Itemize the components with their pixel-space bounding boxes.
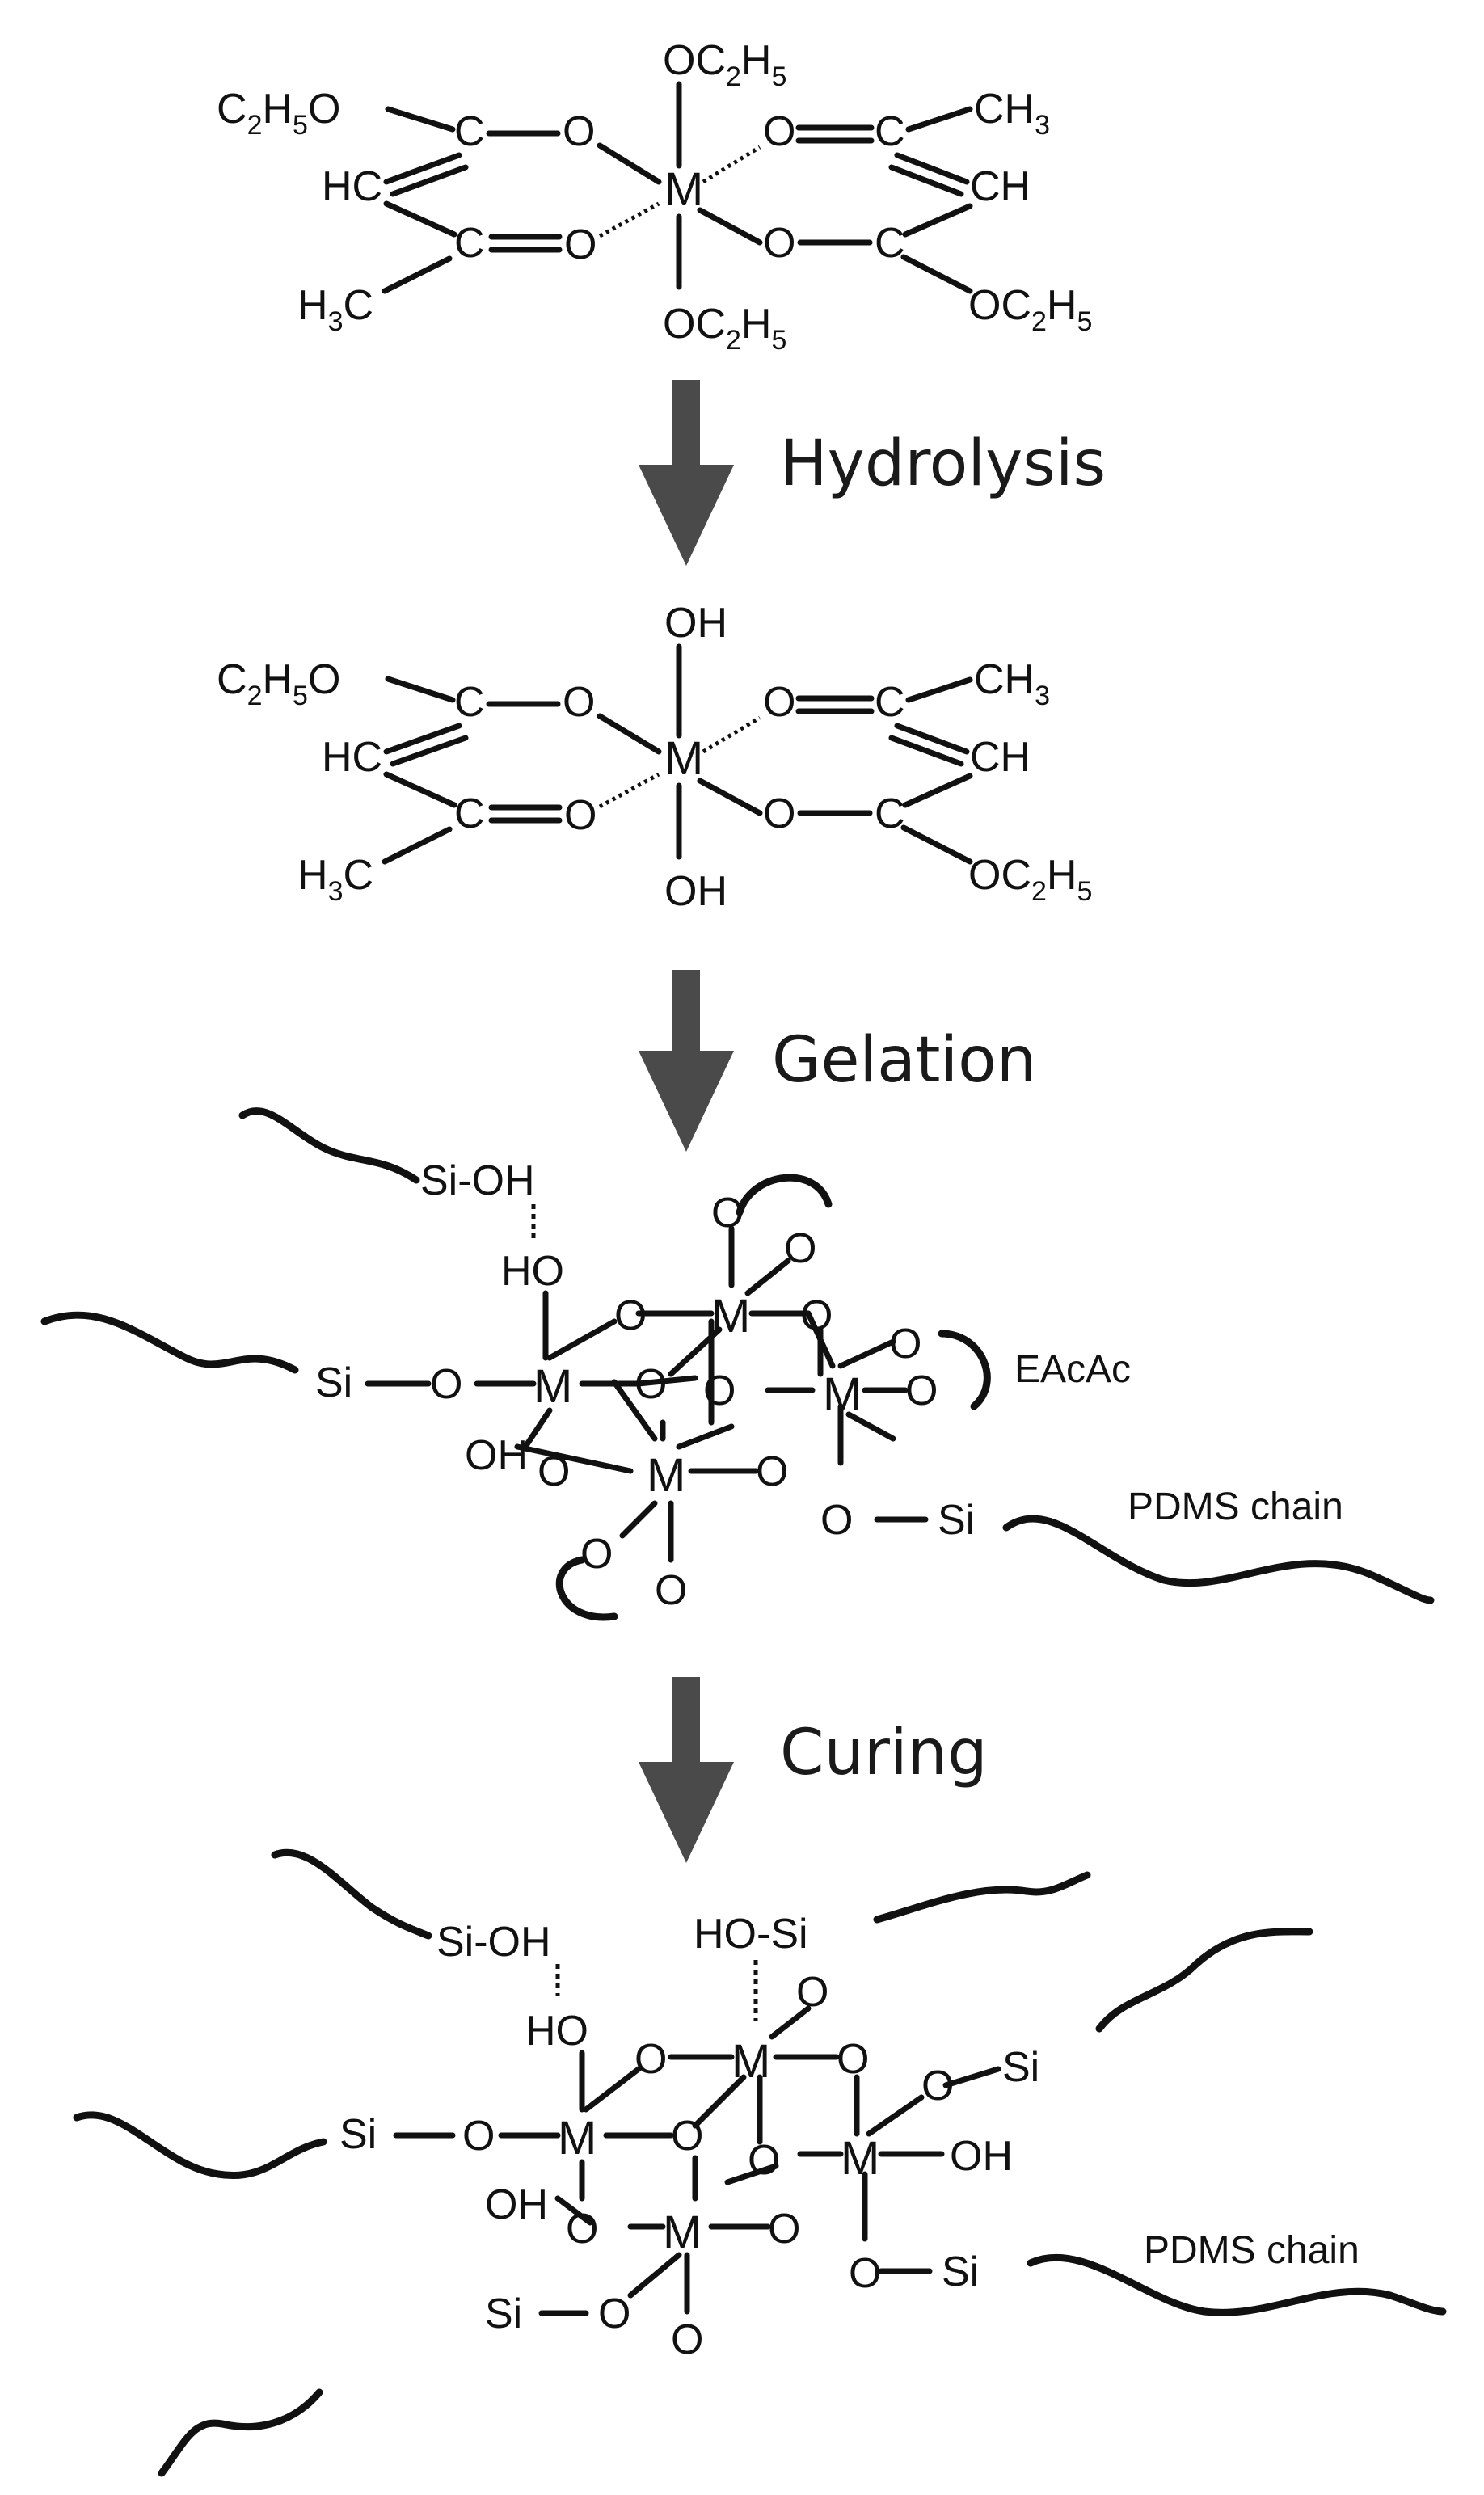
carbon-right-bottom: C — [875, 220, 905, 267]
methyl-left: H3C — [297, 282, 373, 337]
pdms-label-cured: PDMS chain — [1144, 2229, 1360, 2272]
oh-gel: OH — [465, 1432, 528, 1479]
metal-gel-bottom: M — [647, 1449, 685, 1502]
oxygen-right-bottom: O — [763, 220, 795, 267]
oxygen-cured-4: O — [796, 1969, 828, 2016]
oxygen-cured-11: O — [598, 2291, 630, 2337]
hydroxyl-bottom: OH — [664, 868, 727, 915]
ethoxy-right-2: OC2H5 — [968, 852, 1092, 907]
carbon-left-top: C — [454, 108, 485, 155]
eacac-label: EAcAc — [1014, 1348, 1131, 1391]
silanol-cured-right: HO-Si — [694, 1911, 808, 1958]
hc-left: HC — [322, 163, 382, 210]
arrow-gelation — [639, 970, 734, 1152]
axial-ethoxy-bottom: OC2H5 — [663, 301, 786, 356]
oxygen-cured-3: O — [837, 2036, 869, 2083]
si-right-bottom-cured: Si — [942, 2248, 979, 2295]
oxygen-right-top-2: O — [763, 679, 795, 726]
ch-right: CH — [970, 163, 1031, 210]
oxygen-gel-11: O — [756, 1448, 788, 1495]
oxygen-gel-9: O — [905, 1368, 938, 1414]
oxygen-left-top: O — [563, 108, 595, 155]
oxygen-left-bottom: O — [564, 221, 597, 268]
oxygen-gel-8: O — [889, 1321, 921, 1368]
oxygen-cured-10: O — [849, 2250, 881, 2297]
oxygen-right-top: O — [763, 108, 795, 155]
step-label-hydrolysis: Hydrolysis — [780, 428, 1106, 500]
methyl-right: CH3 — [974, 86, 1050, 141]
carbon-right-top: C — [875, 108, 905, 155]
arrow-curing — [639, 1677, 734, 1863]
oxygen-cured-9: O — [768, 2206, 800, 2253]
hydroxyl-top: OH — [664, 600, 727, 647]
metal-cured-left: M — [558, 2112, 597, 2164]
carbon-left-bottom: C — [454, 220, 485, 267]
methyl-left-2: H3C — [297, 852, 373, 907]
oxygen-left-bottom-2: O — [564, 792, 597, 839]
carbon-right-bottom-2: C — [875, 790, 905, 837]
oxygen-left-top-2: O — [563, 679, 595, 726]
metal-cured-bottom: M — [663, 2206, 702, 2259]
oxygen-cured-8: O — [566, 2206, 598, 2253]
metal-gel-left: M — [533, 1360, 572, 1413]
si-right-gel: Si — [938, 1497, 975, 1544]
oh-cured-left: OH — [485, 2181, 548, 2228]
oxygen-gel-12: O — [820, 1497, 853, 1544]
step-label-curing: Curing — [780, 1717, 988, 1789]
arrow-hydrolysis — [639, 380, 734, 566]
oxygen-gel-1: O — [430, 1361, 462, 1408]
precursor-complex: OC2H5 M OC2H5 C2H5O C O HC C O H3C O C C… — [217, 37, 1092, 356]
oh-cured-right: OH — [950, 2133, 1013, 2180]
left-ethoxy: C2H5O — [217, 86, 340, 141]
silanol-gel: Si-OH — [420, 1157, 535, 1204]
oxygen-gel-3: O — [800, 1292, 833, 1339]
ch-right-2: CH — [970, 734, 1031, 781]
metal-gel-top: M — [711, 1290, 750, 1342]
hydrolyzed-complex: OH M OH C2H5O C O HC C O H3C O C CH3 CH … — [217, 600, 1092, 915]
methyl-right-2: CH3 — [974, 656, 1050, 711]
hc-left-2: HC — [322, 734, 382, 781]
oxygen-gel-6: O — [634, 1361, 667, 1408]
axial-ethoxy-top: OC2H5 — [663, 37, 786, 92]
si-left-gel: Si — [315, 1359, 352, 1406]
carbon-left-top-2: C — [454, 679, 485, 726]
gel-network: Si-OH HO Si M M M — [40, 1107, 1435, 1621]
carbon-right-top-2: C — [875, 679, 905, 726]
oxygen-cured-7: O — [921, 2063, 954, 2109]
silanol-cured-left: Si-OH — [436, 1919, 551, 1966]
si-right-top-cured: Si — [1002, 2044, 1039, 2091]
oxygen-gel-5: O — [784, 1225, 816, 1272]
cured-network: Si-OH HO-Si HO Si O M M — [73, 1848, 1447, 2477]
ho-gel: HO — [501, 1248, 564, 1295]
si-left-cured: Si — [339, 2111, 377, 2158]
oxygen-gel-10: O — [538, 1448, 570, 1495]
left-ethoxy-2: C2H5O — [217, 656, 340, 711]
ethoxy-right: OC2H5 — [968, 282, 1092, 337]
si-bottom-cured: Si — [485, 2291, 522, 2337]
metal-gel-right: M — [823, 1368, 862, 1421]
step-label-gelation: Gelation — [772, 1024, 1036, 1097]
oxygen-cured-2: O — [634, 2036, 667, 2083]
oxygen-right-bottom-2: O — [763, 790, 795, 837]
oxygen-cured-6: O — [748, 2137, 780, 2184]
oxygen-gel-13: O — [580, 1531, 613, 1578]
oxygen-cured-12: O — [671, 2316, 703, 2363]
metal-center-2: M — [664, 732, 703, 785]
metal-cured-top: M — [731, 2035, 770, 2088]
oxygen-cured-1: O — [462, 2113, 495, 2160]
oxygen-gel-7: O — [703, 1368, 736, 1414]
metal-center: M — [664, 163, 703, 216]
ho-cured: HO — [525, 2008, 588, 2055]
carbon-left-bottom-2: C — [454, 790, 485, 837]
oxygen-gel-14: O — [655, 1567, 687, 1614]
metal-cured-right: M — [841, 2132, 879, 2185]
oxygen-gel-2: O — [614, 1292, 647, 1339]
pdms-label-gel: PDMS chain — [1128, 1486, 1343, 1528]
oxygen-cured-5: O — [671, 2113, 703, 2160]
